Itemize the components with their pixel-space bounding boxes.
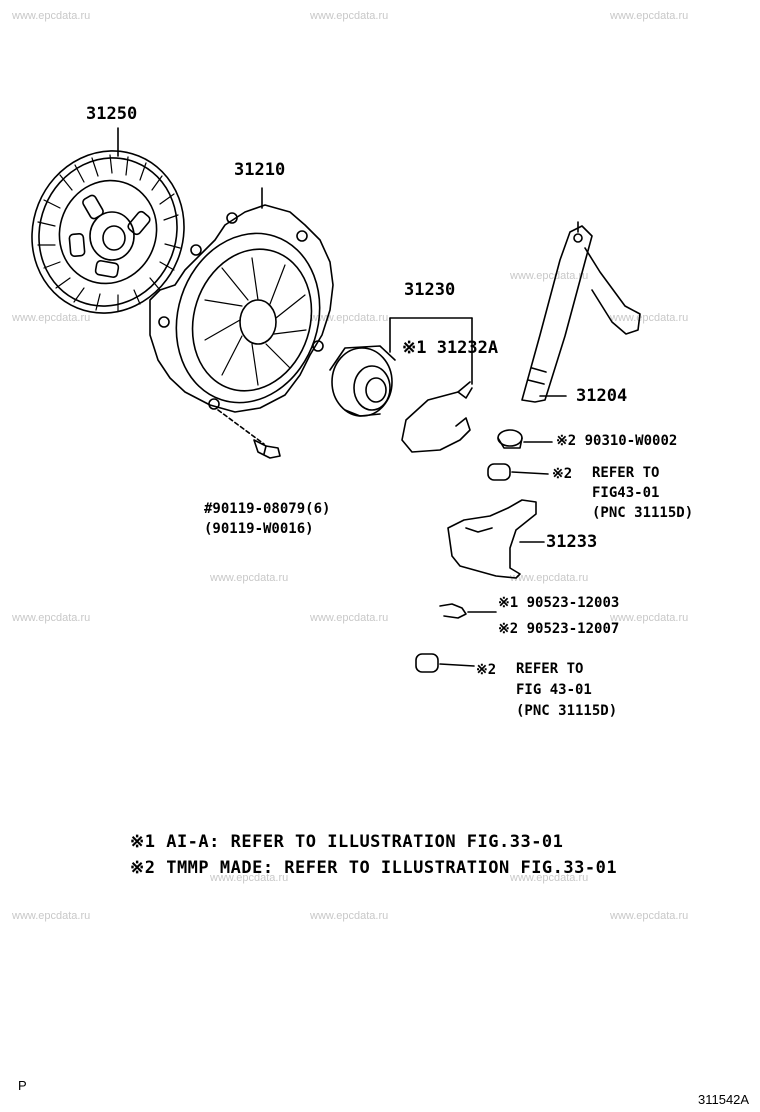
retaining-spring-31232A — [401, 381, 473, 453]
watermark: www.epcdata.ru — [310, 312, 389, 324]
watermark: www.epcdata.ru — [310, 910, 389, 922]
ref2-line1: REFER TO — [516, 661, 584, 677]
ref1-mark: ※2 — [552, 466, 573, 482]
bolt-label-1: #90119-08079(6) — [204, 501, 331, 517]
part-label-31230: 31230 — [404, 280, 456, 300]
ref2-line2: FIG 43-01 — [516, 682, 592, 698]
watermark: www.epcdata.ru — [610, 612, 689, 624]
watermark: www.epcdata.ru — [610, 10, 689, 22]
watermark: www.epcdata.ru — [210, 572, 289, 584]
watermark: www.epcdata.ru — [210, 872, 289, 884]
watermark: www.epcdata.ru — [510, 270, 589, 282]
part-label-31250: 31250 — [86, 104, 138, 124]
watermark: www.epcdata.ru — [610, 312, 689, 324]
part-label-90523-12003: ※1 90523-12003 — [498, 595, 620, 611]
pressure-plate-31210 — [149, 187, 334, 445]
part-label-31204: 31204 — [576, 386, 628, 406]
ref1-line1: REFER TO — [592, 465, 660, 481]
watermark: www.epcdata.ru — [610, 910, 689, 922]
watermark: www.epcdata.ru — [12, 10, 91, 22]
clutch-disc-31250 — [31, 127, 185, 314]
footnote-1: ※1 AI-A: REFER TO ILLUSTRATION FIG.33-01 — [130, 832, 564, 852]
watermark: www.epcdata.ru — [12, 910, 91, 922]
bolt-label-2: (90119-W0016) — [204, 521, 314, 537]
watermark: www.epcdata.ru — [510, 572, 589, 584]
part-label-31233: 31233 — [546, 532, 598, 552]
ref2-line3: (PNC 31115D) — [516, 703, 618, 719]
clip-90523 — [439, 603, 497, 619]
fork-support-31233 — [447, 499, 545, 579]
watermark: www.epcdata.ru — [310, 612, 389, 624]
part-label-90310: ※2 90310-W0002 — [556, 433, 678, 449]
figure-code: 311542A — [698, 1092, 750, 1107]
release-fork-31204 — [521, 221, 641, 403]
release-bearing-31230 — [329, 317, 473, 417]
watermark: www.epcdata.ru — [12, 612, 91, 624]
part-label-31232A: ※1 31232A — [402, 338, 499, 358]
watermark: www.epcdata.ru — [12, 312, 91, 324]
boot-90310 — [497, 429, 553, 449]
bushing-31115D-2 — [415, 653, 475, 673]
ref1-line2: FIG43-01 — [592, 485, 660, 501]
corner-letter: P — [18, 1078, 27, 1093]
part-label-31210: 31210 — [234, 160, 286, 180]
bolt-90119 — [253, 439, 281, 459]
watermark: www.epcdata.ru — [510, 872, 589, 884]
ref1-line3: (PNC 31115D) — [592, 505, 694, 521]
ref2-mark: ※2 — [476, 662, 497, 678]
footnote-2: ※2 TMMP MADE: REFER TO ILLUSTRATION FIG.… — [130, 858, 618, 878]
watermark: www.epcdata.ru — [310, 10, 389, 22]
bushing-31115D-1 — [487, 463, 549, 481]
part-label-90523-12007: ※2 90523-12007 — [498, 621, 620, 637]
